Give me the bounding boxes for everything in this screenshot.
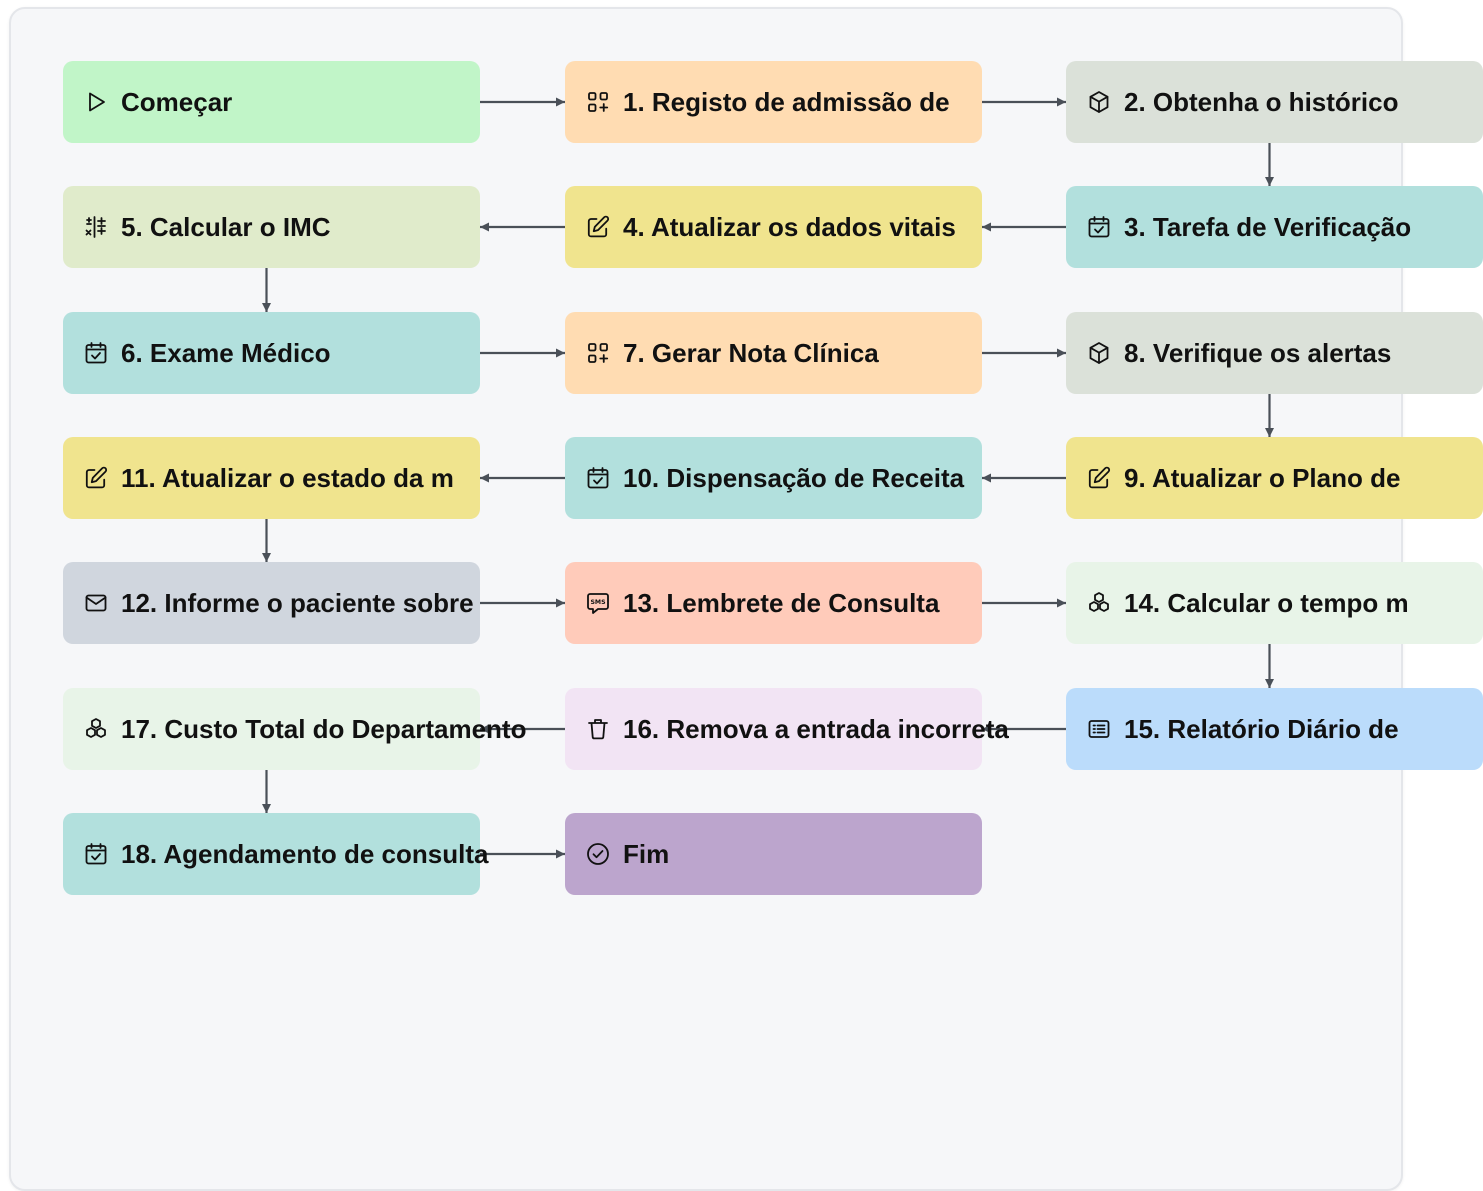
calculator-sliders-icon xyxy=(83,214,109,240)
node-label: 5. Calcular o IMC xyxy=(121,211,331,242)
cubes-icon xyxy=(83,716,109,742)
connector-arrow-6 xyxy=(480,348,565,358)
node-step-5[interactable]: 5. Calcular o IMC xyxy=(63,186,480,268)
node-step-10[interactable]: 10. Dispensação de Receita xyxy=(565,437,982,519)
node-label: 11. Atualizar o estado da m xyxy=(121,462,454,493)
connector-arrow-12 xyxy=(480,598,565,608)
node-step-8[interactable]: 8. Verifique os alertas xyxy=(1066,312,1483,394)
connector-arrow-13 xyxy=(982,598,1066,608)
connector-arrow-4 xyxy=(480,222,565,232)
apps-add-icon xyxy=(585,89,611,115)
node-label: 15. Relatório Diário de xyxy=(1124,713,1399,744)
node-start[interactable]: Começar xyxy=(63,61,480,143)
node-step-3[interactable]: 3. Tarefa de Verificação xyxy=(1066,186,1483,268)
node-label: 17. Custo Total do Departamento xyxy=(121,713,527,744)
calendar-check-icon xyxy=(83,841,109,867)
node-step-11[interactable]: 11. Atualizar o estado da m xyxy=(63,437,480,519)
connector-arrow-17 xyxy=(262,770,271,813)
connector-arrow-8 xyxy=(1265,394,1274,437)
apps-add-icon xyxy=(585,340,611,366)
node-end[interactable]: Fim xyxy=(565,813,982,895)
node-step-6[interactable]: 6. Exame Médico xyxy=(63,312,480,394)
calendar-check-icon xyxy=(1086,214,1112,240)
edit-icon xyxy=(83,465,109,491)
sms-icon: SMS xyxy=(585,590,611,616)
connector-arrow-7 xyxy=(982,348,1066,358)
cube-icon xyxy=(1086,340,1112,366)
check-circle-icon xyxy=(585,841,611,867)
mail-icon xyxy=(83,590,109,616)
node-label: 8. Verifique os alertas xyxy=(1124,337,1392,368)
node-step-13[interactable]: SMS 13. Lembrete de Consulta xyxy=(565,562,982,644)
node-step-12[interactable]: 12. Informe o paciente sobre xyxy=(63,562,480,644)
connector-arrow-9 xyxy=(982,473,1066,483)
node-step-9[interactable]: 9. Atualizar o Plano de xyxy=(1066,437,1483,519)
node-label: 18. Agendamento de consulta xyxy=(121,838,489,869)
connector-arrow-1 xyxy=(982,97,1066,107)
connector-arrow-0 xyxy=(480,97,565,107)
node-label: 13. Lembrete de Consulta xyxy=(623,587,940,618)
connector-arrow-14 xyxy=(1265,644,1274,688)
node-step-16[interactable]: 16. Remova a entrada incorreta xyxy=(565,688,1009,770)
node-step-7[interactable]: 7. Gerar Nota Clínica xyxy=(565,312,982,394)
node-label: 2. Obtenha o histórico xyxy=(1124,86,1399,117)
node-label: Fim xyxy=(623,838,670,869)
edit-icon xyxy=(585,214,611,240)
node-label: 12. Informe o paciente sobre xyxy=(121,587,474,618)
node-step-1[interactable]: 1. Registo de admissão de xyxy=(565,61,982,143)
node-label: 9. Atualizar o Plano de xyxy=(1124,462,1401,493)
connector-arrow-3 xyxy=(982,222,1066,232)
trash-icon xyxy=(585,716,611,742)
node-step-4[interactable]: 4. Atualizar os dados vitais xyxy=(565,186,982,268)
edit-icon xyxy=(1086,465,1112,491)
node-label: 1. Registo de admissão de xyxy=(623,86,950,117)
node-step-17[interactable]: 17. Custo Total do Departamento xyxy=(63,688,526,770)
node-step-14[interactable]: 14. Calcular o tempo m xyxy=(1066,562,1483,644)
node-step-18[interactable]: 18. Agendamento de consulta xyxy=(63,813,488,895)
svg-text:SMS: SMS xyxy=(590,599,605,606)
node-label: 14. Calcular o tempo m xyxy=(1124,587,1409,618)
node-label: 4. Atualizar os dados vitais xyxy=(623,211,956,242)
report-icon xyxy=(1086,716,1112,742)
connector-arrow-5 xyxy=(262,268,271,312)
node-label: 6. Exame Médico xyxy=(121,337,331,368)
node-label: Começar xyxy=(121,86,233,117)
flowchart-canvas: Começar 1. Registo de admissão de 2. Obt… xyxy=(9,7,1483,1191)
node-label: 16. Remova a entrada incorreta xyxy=(623,713,1009,744)
play-icon xyxy=(83,89,109,115)
cubes-icon xyxy=(1086,590,1112,616)
node-step-15[interactable]: 15. Relatório Diário de xyxy=(1066,688,1483,770)
node-label: 10. Dispensação de Receita xyxy=(623,462,965,493)
cube-icon xyxy=(1086,89,1112,115)
calendar-check-icon xyxy=(83,340,109,366)
connector-arrow-10 xyxy=(480,473,565,483)
connector-arrow-11 xyxy=(262,519,271,562)
node-label: 7. Gerar Nota Clínica xyxy=(623,337,879,368)
node-step-2[interactable]: 2. Obtenha o histórico xyxy=(1066,61,1483,143)
connector-arrow-2 xyxy=(1265,143,1274,186)
node-label: 3. Tarefa de Verificação xyxy=(1124,211,1412,242)
calendar-check-icon xyxy=(585,465,611,491)
